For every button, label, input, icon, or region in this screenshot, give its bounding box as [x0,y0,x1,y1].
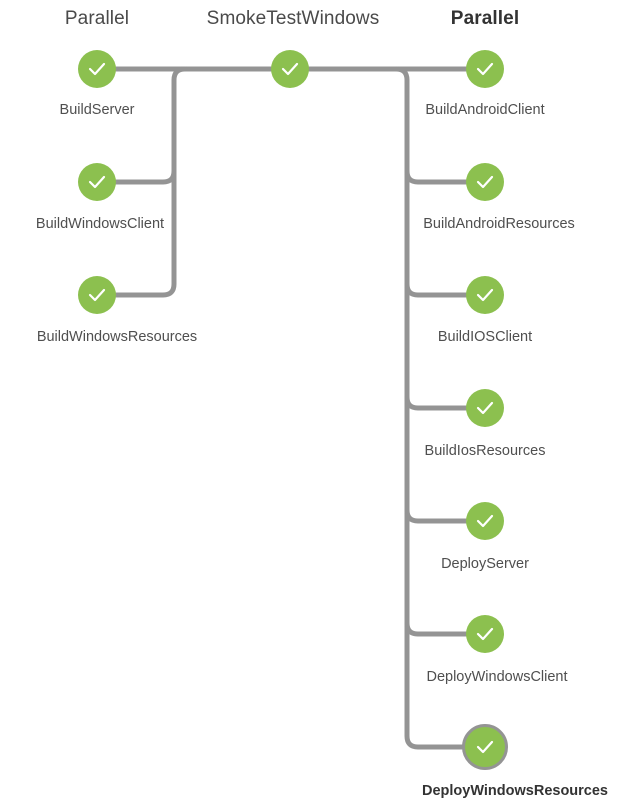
stage-title-smoke-test-windows: SmokeTestWindows [206,8,380,29]
node-label-build-ios-resources[interactable]: BuildIosResources [424,443,546,459]
node-label-build-server[interactable]: BuildServer [59,102,135,118]
node-label-build-windows-resources[interactable]: BuildWindowsResources [36,329,198,345]
node-build-windows-client[interactable] [78,163,116,201]
node-deploy-windows-resources[interactable] [462,724,508,770]
node-label-deploy-server[interactable]: DeployServer [441,556,529,572]
node-build-ios-client[interactable] [466,276,504,314]
node-deploy-server[interactable] [466,502,504,540]
stage-title-parallel-right: Parallel [450,8,520,29]
connector-build-windows-resources [94,66,188,298]
check-icon [476,514,494,528]
connector-deploy-windows-client [404,620,487,637]
check-icon [476,401,494,415]
node-label-deploy-windows-client[interactable]: DeployWindowsClient [426,669,568,685]
connector-build-android-resources [404,168,487,185]
check-icon [476,740,494,754]
connector-right-trunk [393,66,487,750]
check-icon [476,62,494,76]
check-icon [88,62,106,76]
stage-title-parallel-left: Parallel [64,8,130,29]
node-label-build-ios-client[interactable]: BuildIOSClient [437,329,533,345]
check-icon [476,175,494,189]
node-label-build-android-client[interactable]: BuildAndroidClient [425,102,545,118]
connector-build-ios-resources [404,394,487,411]
connector-build-ios-client [404,281,487,298]
check-icon [476,288,494,302]
node-label-deploy-windows-resources[interactable]: DeployWindowsResources [422,783,608,799]
check-icon [476,627,494,641]
connector-deploy-server [404,507,487,524]
node-smoke-test-windows[interactable] [271,50,309,88]
check-icon [88,288,106,302]
check-icon [88,175,106,189]
node-label-build-windows-client[interactable]: BuildWindowsClient [35,216,165,232]
check-icon [281,62,299,76]
node-build-android-resources[interactable] [466,163,504,201]
node-build-windows-resources[interactable] [78,276,116,314]
node-deploy-windows-client[interactable] [466,615,504,653]
node-build-android-client[interactable] [466,50,504,88]
node-build-server[interactable] [78,50,116,88]
node-label-build-android-resources[interactable]: BuildAndroidResources [423,216,575,232]
node-build-ios-resources[interactable] [466,389,504,427]
